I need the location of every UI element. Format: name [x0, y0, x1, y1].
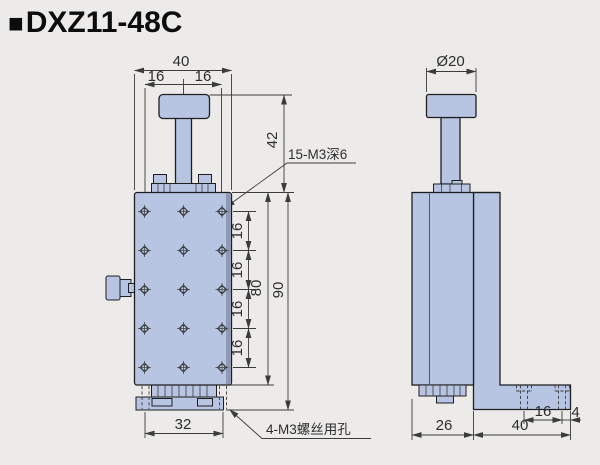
- front-carriage-block-left: [153, 174, 167, 185]
- side-l-bracket: [472, 191, 572, 411]
- side-body: [411, 191, 475, 386]
- dim-plate-height: 80: [248, 280, 265, 297]
- front-main-plate: [133, 191, 233, 386]
- side-knob-stem: [440, 116, 461, 185]
- side-carriage-teeth-top: [433, 183, 471, 193]
- dim-knob-diameter: Ø20: [436, 53, 464, 70]
- dim-body-depth: 26: [436, 417, 453, 434]
- front-base-pad-left: [151, 398, 173, 407]
- side-view: Ø20 26 40 16 4: [411, 53, 581, 440]
- front-view-part: [105, 93, 233, 411]
- front-knob-cap: [158, 93, 211, 120]
- front-knob-stem: [174, 116, 193, 186]
- front-side-knob-stub: [128, 283, 135, 293]
- side-knob-cap: [425, 93, 477, 119]
- side-foot-hidden-holes: [516, 385, 570, 410]
- front-view: 40 16 16 42 15-M3深6 16 16 16 16 80 90 32…: [105, 53, 371, 439]
- dim-row-pitch-2: 16: [229, 262, 246, 279]
- dim-front-width: 40: [173, 53, 190, 70]
- side-screw-end-block: [436, 395, 454, 404]
- side-view-part: [411, 93, 572, 411]
- label-m3-holes: 15-M3深6: [288, 147, 347, 162]
- dim-foot-length: 40: [512, 417, 529, 434]
- title-bullet-icon: ■: [8, 7, 24, 38]
- dim-row-pitch-1: 16: [229, 223, 246, 240]
- front-carriage-block-right: [198, 174, 212, 185]
- page-title: ■ DXZ11-48C: [8, 6, 182, 40]
- title-text: DXZ11-48C: [25, 6, 183, 39]
- label-base-screw-holes: 4-M3螺丝用孔: [266, 422, 351, 437]
- dim-base-holes-span: 32: [175, 416, 192, 433]
- front-base-pad-right: [197, 398, 213, 407]
- front-view-dimension-lines: [134, 67, 371, 439]
- dim-row-pitch-3: 16: [229, 301, 246, 318]
- dim-front-pitch-right: 16: [195, 68, 212, 85]
- front-carriage-teeth-top: [151, 183, 216, 193]
- dim-front-pitch-left: 16: [148, 68, 165, 85]
- dim-row-pitch-4: 16: [229, 340, 246, 357]
- front-side-knob: [105, 275, 121, 301]
- side-view-dimension-lines: [411, 68, 581, 440]
- dim-knob-height: 42: [264, 132, 281, 149]
- dim-foot-hole-pitch: 16: [535, 403, 552, 420]
- dim-total-height: 90: [270, 282, 287, 299]
- dim-foot-hole-edge: 4: [571, 404, 579, 421]
